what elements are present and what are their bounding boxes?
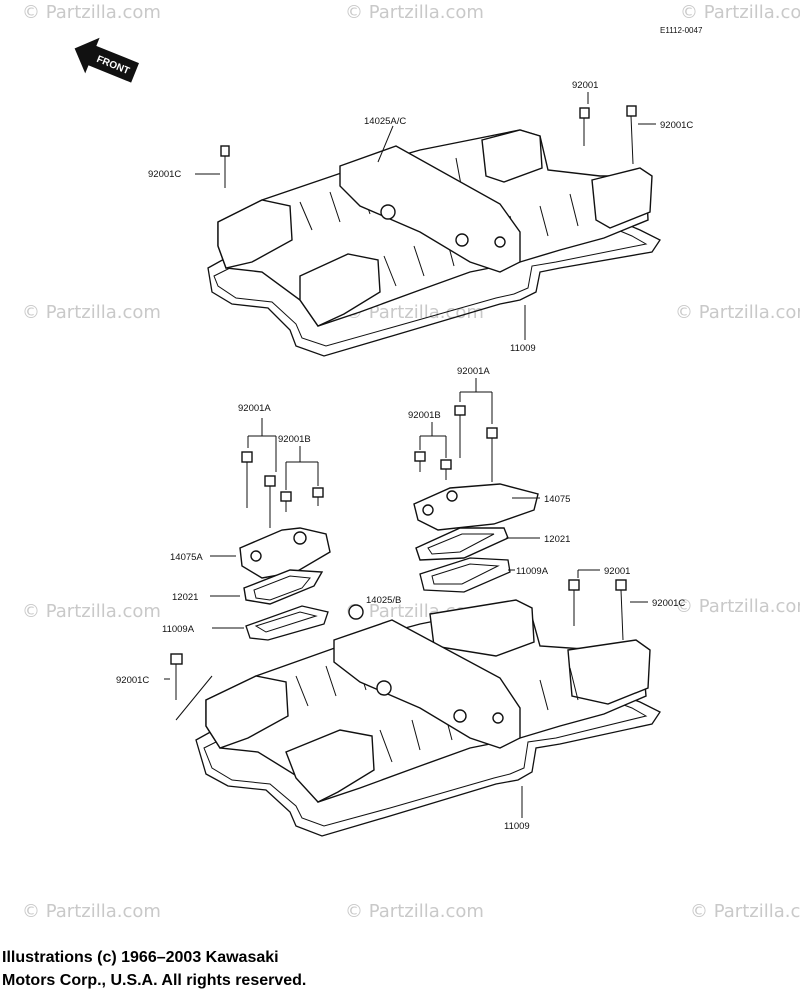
gasket-11009a — [245, 605, 329, 641]
watermark: © Partzilla.com — [690, 901, 800, 922]
bolt-icon — [579, 107, 590, 146]
plate-12021 — [243, 569, 324, 605]
diagram-code: E1112-0047 — [660, 26, 703, 35]
watermark: © Partzilla.com — [22, 2, 161, 23]
copyright-line: Motors Corp., U.S.A. All rights reserved… — [2, 972, 307, 989]
bolt-icon — [241, 451, 253, 508]
label-11009: 11009 — [510, 343, 536, 354]
watermark: © Partzilla.com — [345, 302, 484, 323]
upper-assembly: 92001 92001C 14025A/C 92001C 11009 — [148, 80, 693, 357]
label-14075a: 14075A — [170, 552, 203, 563]
label-14025ac: 14025A/C — [364, 116, 406, 127]
label-92001c: 92001C — [652, 598, 685, 609]
bolt-icon — [626, 105, 637, 165]
label-11009a: 11009A — [162, 624, 195, 635]
bolt-icon — [414, 451, 426, 472]
watermark-group: © Partzilla.com © Partzilla.com © Partzi… — [22, 2, 800, 922]
label-14075: 14075 — [544, 494, 570, 505]
bolt-icon — [440, 459, 452, 480]
copyright-line: Illustrations (c) 1966–2003 Kawasaki — [2, 949, 279, 966]
bolt-icon — [220, 145, 230, 188]
bolt-icon — [170, 653, 183, 700]
watermark: © Partzilla.com — [675, 596, 800, 617]
lower-assembly: 92001A 92001B 14075A 12021 11009A — [116, 366, 685, 837]
label-92001a: 92001A — [457, 366, 490, 377]
label-92001a: 92001A — [238, 403, 271, 414]
label-11009: 11009 — [504, 821, 530, 832]
bolt-icon — [312, 487, 324, 506]
bolt-icon — [280, 491, 292, 512]
gasket-11009a — [419, 557, 511, 593]
bolt-icon — [615, 579, 627, 641]
bolt-icon — [264, 475, 276, 528]
label-92001b: 92001B — [408, 410, 441, 421]
plate-12021 — [415, 527, 509, 561]
watermark: © Partzilla.com — [22, 901, 161, 922]
label-92001c: 92001C — [116, 675, 149, 686]
label-12021: 12021 — [544, 534, 570, 545]
watermark: © Partzilla.com — [345, 901, 484, 922]
copyright-notice: Illustrations (c) 1966–2003 Kawasaki Mot… — [2, 946, 422, 992]
cap-14075 — [413, 483, 539, 531]
watermark: © Partzilla.com — [22, 601, 161, 622]
watermark: © Partzilla.com — [345, 2, 484, 23]
front-arrow-icon: FRONT — [74, 37, 139, 83]
label-11009a: 11009A — [516, 566, 549, 577]
label-92001c: 92001C — [148, 169, 181, 180]
label-92001b: 92001B — [278, 434, 311, 445]
bolt-icon — [486, 427, 498, 482]
watermark: © Partzilla.com — [22, 302, 161, 323]
watermark: © Partzilla.com — [680, 2, 800, 23]
label-92001c: 92001C — [660, 120, 693, 131]
label-12021: 12021 — [172, 592, 198, 603]
label-92001: 92001 — [604, 566, 630, 577]
label-92001: 92001 — [572, 80, 598, 91]
bolt-icon — [454, 405, 466, 458]
cap-14075a — [239, 527, 331, 579]
watermark: © Partzilla.com — [675, 302, 800, 323]
bolt-icon — [568, 579, 580, 626]
label-14025b: 14025/B — [366, 595, 401, 606]
